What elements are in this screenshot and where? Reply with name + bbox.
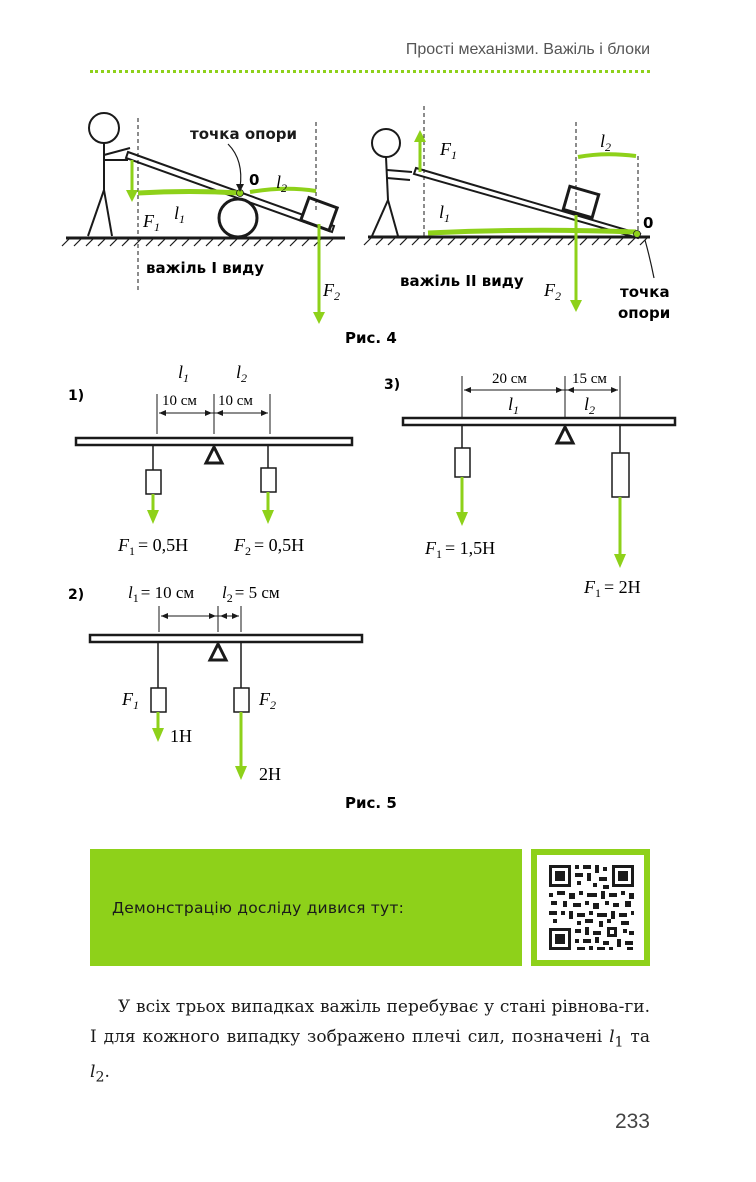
svg-text:l2= 5 см: l2= 5 см — [222, 583, 280, 605]
svg-text:l1: l1 — [178, 362, 189, 385]
svg-text:3): 3) — [384, 377, 400, 393]
case-2-diagram: 2) l1= 10 см l2= 5 см F1 F2 1Н 2Н — [68, 583, 364, 784]
svg-text:F1: F1 — [121, 689, 139, 712]
svg-text:l1= 10 см: l1= 10 см — [128, 583, 194, 605]
svg-text:0: 0 — [643, 214, 653, 232]
svg-text:F2: F2 — [322, 280, 340, 303]
svg-text:2): 2) — [68, 587, 84, 603]
figure-5: 1) l1 l2 10 см 10 см F1= 0,5Н F2= 0,5Н 2… — [68, 362, 677, 812]
svg-text:l2: l2 — [584, 394, 595, 417]
svg-text:20 см: 20 см — [492, 371, 527, 387]
l2-label: l — [276, 172, 281, 192]
svg-text:15 см: 15 см — [572, 371, 607, 387]
svg-text:F1: F1 — [439, 139, 457, 162]
svg-text:точка: точка — [620, 283, 670, 301]
f1-label: F — [142, 211, 155, 231]
person-figure — [87, 112, 131, 237]
svg-text:опори: опори — [618, 304, 670, 322]
svg-text:10 см: 10 см — [218, 393, 253, 409]
svg-text:l1: l1 — [439, 202, 450, 225]
page-number: 233 — [614, 1110, 650, 1133]
svg-text:F1: F1 — [142, 211, 160, 234]
zero-label: 0 — [249, 171, 259, 189]
person-figure — [371, 128, 413, 237]
svg-text:l2: l2 — [276, 172, 287, 195]
lever-type-2-diagram: F1 l2 l1 0 F2 важіль ІІ виду точка опори — [363, 106, 670, 322]
svg-text:F1= 2Н: F1= 2Н — [583, 577, 641, 600]
fulcrum-label: точка опори — [190, 125, 297, 143]
svg-text:F1= 1,5Н: F1= 1,5Н — [424, 538, 495, 561]
qr-code-frame[interactable] — [531, 849, 650, 966]
svg-text:l2: l2 — [600, 131, 611, 154]
figure-5-caption: Рис. 5 — [345, 794, 397, 812]
svg-text:F2: F2 — [258, 689, 276, 712]
lever-type-1-diagram: точка опори 0 l2 l1 F1 F2 важіль І виду — [61, 112, 345, 324]
svg-text:F2: F2 — [543, 280, 561, 303]
case-1-diagram: 1) l1 l2 10 см 10 см F1= 0,5Н F2= 0,5Н — [68, 362, 354, 558]
svg-text:l2: l2 — [236, 362, 247, 385]
svg-text:F2= 0,5Н: F2= 0,5Н — [233, 535, 304, 558]
svg-text:l1: l1 — [174, 203, 185, 226]
demo-callout: Демонстрацію досліду дивися тут: — [90, 849, 522, 966]
svg-text:1Н: 1Н — [170, 726, 192, 746]
svg-text:F1= 0,5Н: F1= 0,5Н — [117, 535, 188, 558]
svg-text:l1: l1 — [508, 394, 519, 417]
qr-code-icon[interactable] — [537, 855, 644, 960]
case-3-diagram: 3) 20 см 15 см l1 l2 F1= 1,5Н F1= 2Н — [384, 371, 677, 600]
figure-4: точка опори 0 l2 l1 F1 F2 важіль І виду — [61, 106, 670, 347]
figure-4-caption: Рис. 4 — [345, 329, 397, 347]
lever-type-1-label: важіль І виду — [146, 259, 264, 277]
body-paragraph: У всіх трьох випадках важіль перебуває у… — [90, 997, 650, 1086]
lever-type-2-label: важіль ІІ виду — [400, 272, 524, 290]
header-divider — [90, 70, 650, 73]
svg-text:2Н: 2Н — [259, 764, 281, 784]
l1-label: l — [174, 203, 179, 223]
svg-text:1): 1) — [68, 388, 84, 404]
svg-text:10 см: 10 см — [162, 393, 197, 409]
f2-label: F — [322, 280, 335, 300]
demo-text: Демонстрацію досліду дивися тут: — [112, 899, 405, 917]
running-header: Прості механізми. Важіль і блоки — [405, 41, 650, 58]
